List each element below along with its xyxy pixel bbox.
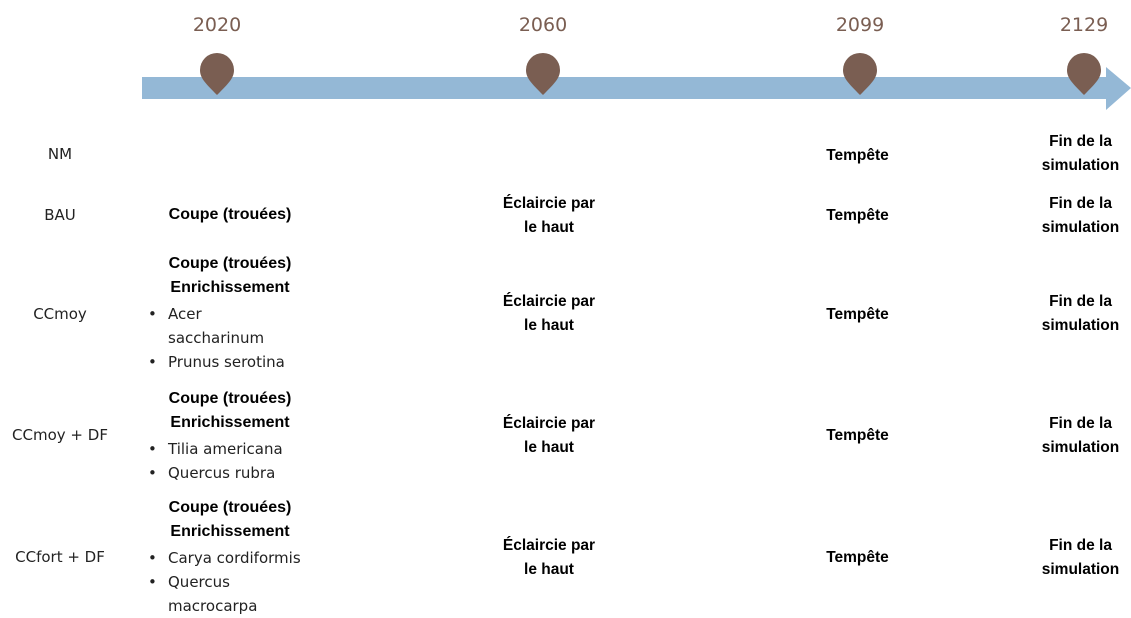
marker-2060-icon [526, 53, 560, 95]
event-2129-line1: Fin de la [1049, 293, 1112, 310]
event-2060-line1: Éclaircie par [502, 537, 596, 554]
event-2099-nm: Tempête [826, 147, 889, 164]
species-item: Prunus serotina [148, 350, 328, 374]
event-2129-line2: simulation [1041, 439, 1120, 456]
event-2129-line2: simulation [1041, 561, 1120, 578]
action-2020-ccfort-df: Coupe (trouées) Enrichissement [130, 496, 330, 544]
event-2099-ccmoy: Tempête [826, 306, 889, 323]
event-2099-ccmoy-df: Tempête [826, 427, 889, 444]
species-item: Acer saccharinum [148, 302, 264, 350]
scenario-label-ccmoy: CCmoy [33, 305, 87, 323]
timeline-arrow [142, 53, 1131, 110]
action-heading-line2: Enrichissement [170, 414, 290, 431]
action-2020-ccmoy-df: Coupe (trouées) Enrichissement [130, 387, 330, 435]
scenario-label-ccmoy-df: CCmoy + DF [12, 426, 108, 444]
event-2129-ccmoy-df: Fin de la simulation [1030, 412, 1131, 460]
event-2060-line2: le haut [524, 439, 574, 456]
event-2129-line2: simulation [1041, 219, 1120, 236]
event-2060-ccfort-df: Éclaircie par le haut [469, 534, 629, 582]
action-heading-line1: Coupe (trouées) [168, 206, 292, 223]
species-item: Tilia americana [148, 437, 328, 461]
scenario-label-bau: BAU [44, 206, 76, 224]
event-2060-line2: le haut [524, 317, 574, 334]
scenario-label-ccfort-df: CCfort + DF [15, 548, 105, 566]
event-2129-line1: Fin de la [1049, 195, 1112, 212]
year-label-2129: 2129 [1059, 14, 1109, 36]
action-heading-line2: Enrichissement [170, 523, 290, 540]
year-label-2099: 2099 [835, 14, 885, 36]
event-2060-bau: Éclaircie par le haut [469, 192, 629, 240]
year-label-2060: 2060 [518, 14, 568, 36]
species-list-ccmoy: Acer saccharinum Prunus serotina [148, 302, 328, 374]
action-2020-ccmoy: Coupe (trouées) Enrichissement [130, 252, 330, 300]
action-heading-line1: Coupe (trouées) [168, 255, 292, 272]
event-2129-line1: Fin de la [1049, 415, 1112, 432]
action-heading-line1: Coupe (trouées) [168, 390, 292, 407]
event-2129-ccfort-df: Fin de la simulation [1030, 534, 1131, 582]
event-2060-line2: le haut [524, 561, 574, 578]
species-item: Quercus macrocarpa [148, 570, 263, 618]
event-2060-line1: Éclaircie par [502, 293, 596, 310]
species-item: Quercus rubra [148, 461, 328, 485]
event-2060-ccmoy: Éclaircie par le haut [469, 290, 629, 338]
event-2129-line1: Fin de la [1049, 133, 1112, 150]
event-2099-bau: Tempête [826, 207, 889, 224]
event-2129-line2: simulation [1041, 317, 1120, 334]
event-2129-line1: Fin de la [1049, 537, 1112, 554]
species-item: Carya cordiformis [148, 546, 328, 570]
event-2129-line2: simulation [1041, 157, 1120, 174]
year-label-2020: 2020 [192, 14, 242, 36]
event-2129-ccmoy: Fin de la simulation [1030, 290, 1131, 338]
event-2060-line2: le haut [524, 219, 574, 236]
event-2060-line1: Éclaircie par [502, 195, 596, 212]
action-heading-line1: Coupe (trouées) [168, 499, 292, 516]
event-2060-ccmoy-df: Éclaircie par le haut [469, 412, 629, 460]
event-2099-ccfort-df: Tempête [826, 549, 889, 566]
marker-2099-icon [843, 53, 877, 95]
event-2129-nm: Fin de la simulation [1030, 130, 1131, 178]
event-2060-line1: Éclaircie par [502, 415, 596, 432]
species-list-ccfort-df: Carya cordiformis Quercus macrocarpa [148, 546, 328, 618]
marker-2020-icon [200, 53, 234, 95]
arrow-shape [142, 67, 1131, 110]
action-2020-bau: Coupe (trouées) [130, 203, 330, 227]
marker-2129-icon [1067, 53, 1101, 95]
event-2129-bau: Fin de la simulation [1030, 192, 1131, 240]
species-list-ccmoy-df: Tilia americana Quercus rubra [148, 437, 328, 485]
action-heading-line2: Enrichissement [170, 279, 290, 296]
scenario-label-nm: NM [47, 145, 73, 163]
